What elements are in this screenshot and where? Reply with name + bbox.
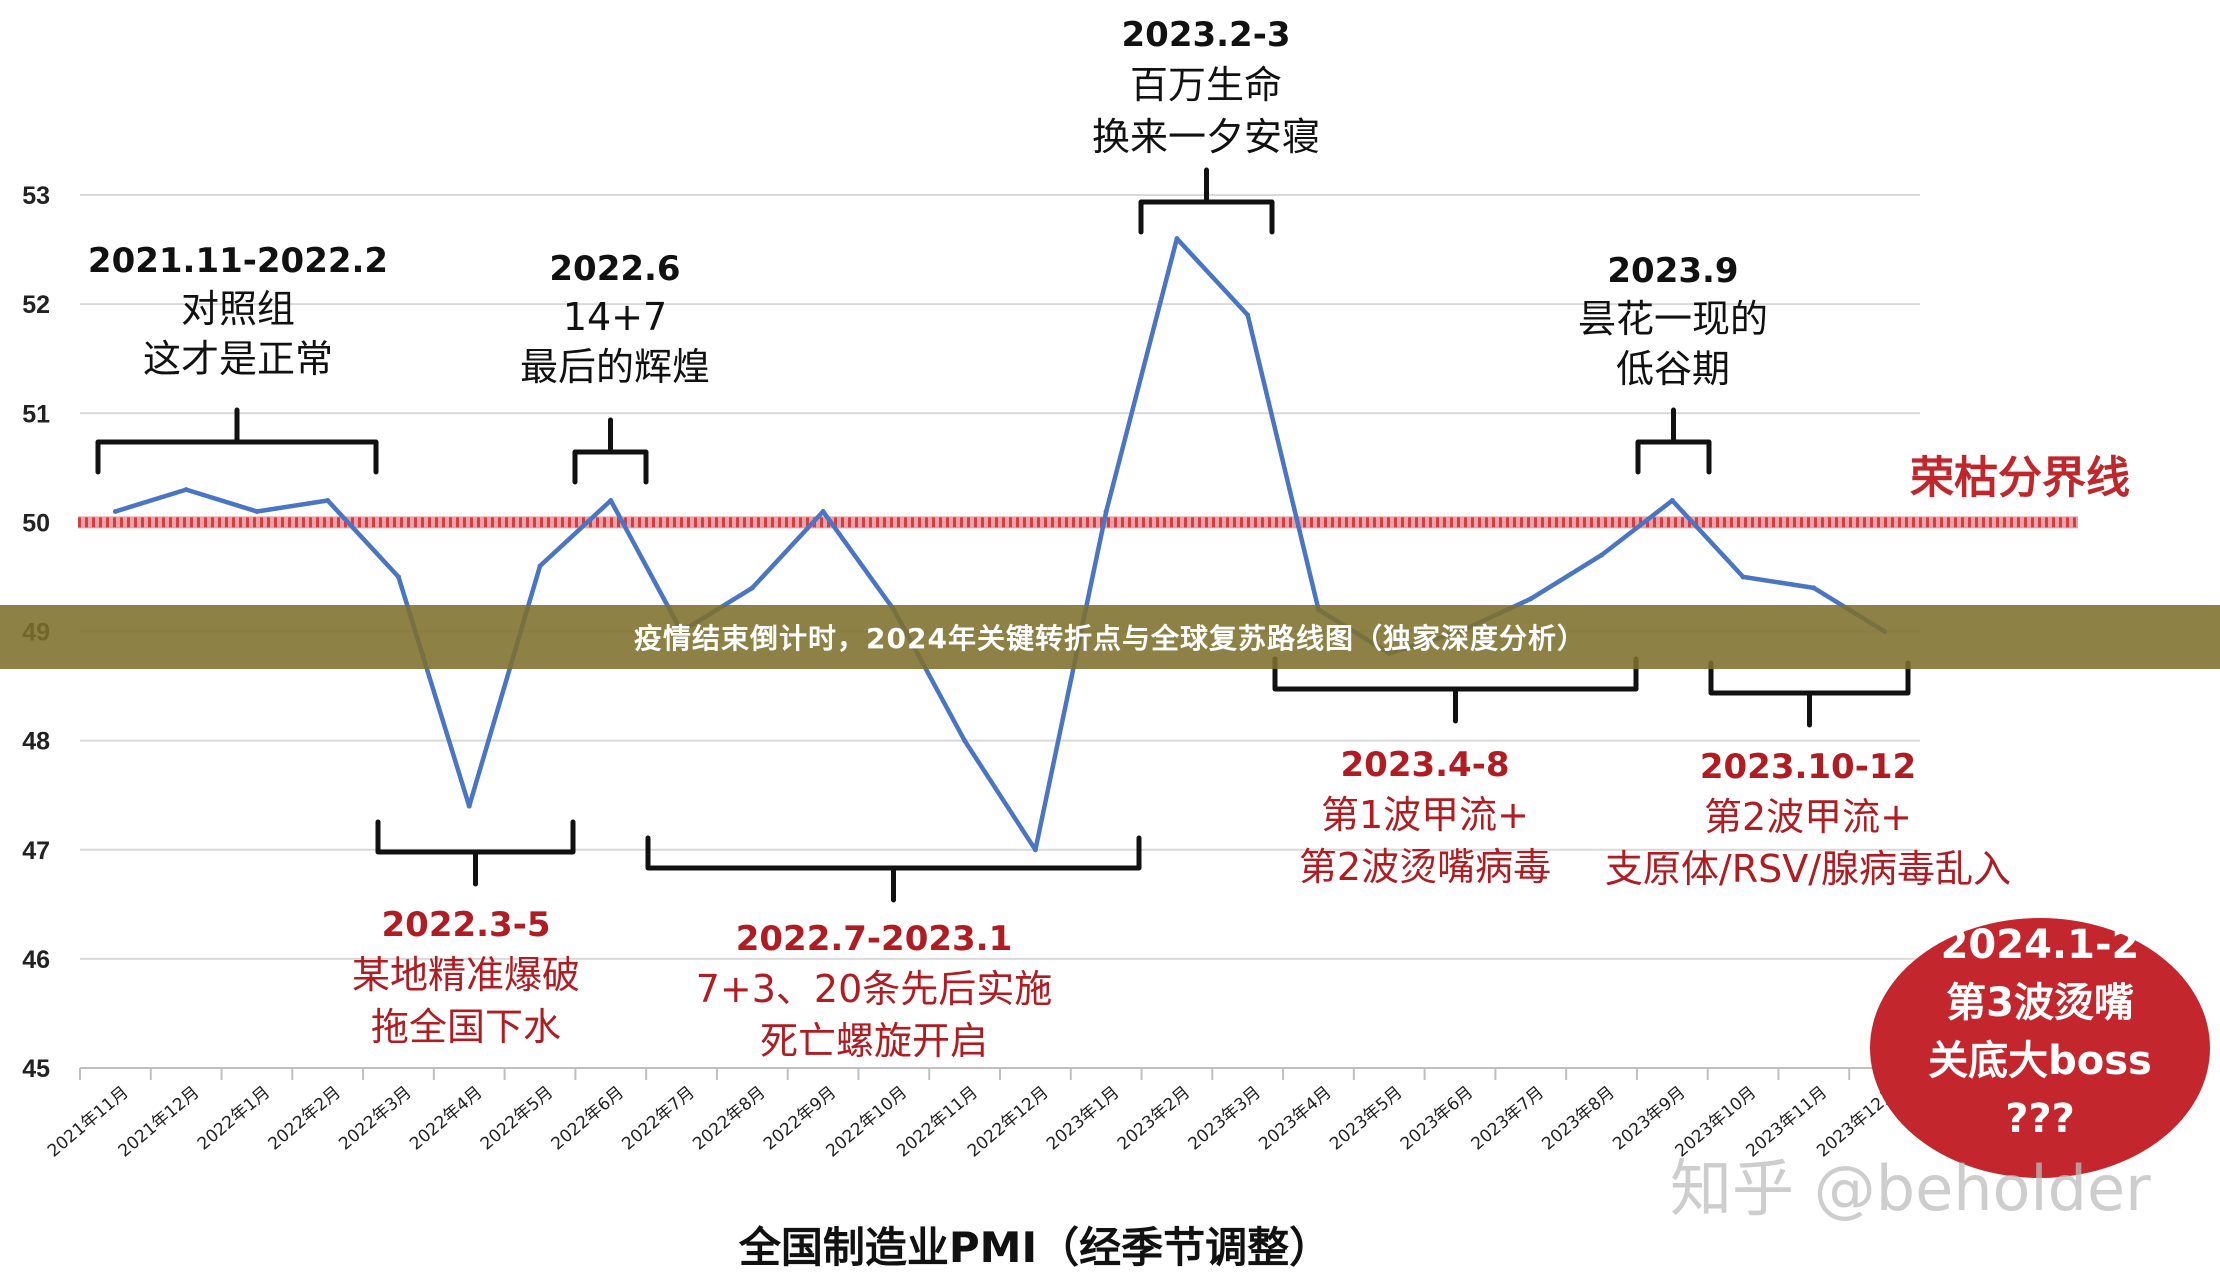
y-tick-label: 53 <box>22 182 50 210</box>
annotation-line: 2023.9 <box>1607 251 1738 291</box>
x-tick-label: 2023年7月 <box>1468 1083 1548 1155</box>
data-point <box>962 738 968 744</box>
x-tick-label: 2022年5月 <box>477 1083 557 1155</box>
annotation-line: 第3波烫嘴 <box>1946 980 2134 1026</box>
annotation-line: 第2波甲流+ <box>1704 795 1912 839</box>
annotation-line: 支原体/RSV/腺病毒乱入 <box>1605 847 2011 891</box>
data-point <box>183 487 189 493</box>
y-tick-label: 46 <box>22 946 50 974</box>
y-tick-label: 51 <box>22 400 50 428</box>
x-tick-label: 2022年4月 <box>406 1083 486 1155</box>
x-tick-label: 2023年2月 <box>1114 1083 1194 1155</box>
annotation-bubble <box>1870 918 2210 1178</box>
data-point <box>112 508 118 514</box>
data-point <box>820 508 826 514</box>
data-point <box>749 585 755 591</box>
data-point <box>395 574 401 580</box>
annotation-bracket <box>1635 407 1712 475</box>
annotation-brackets <box>95 167 1911 903</box>
annotation-line: 换来一夕安寝 <box>1092 115 1320 159</box>
x-tick-label: 2022年1月 <box>194 1083 274 1155</box>
annotation-line: 2022.6 <box>549 249 680 289</box>
y-tick-label: 48 <box>22 728 50 756</box>
x-axis-title: 全国制造业PMI（经季节调整） <box>738 1223 1331 1272</box>
annotation-line: 2023.4-8 <box>1341 745 1510 785</box>
data-point <box>325 498 331 504</box>
x-tick-label: 2022年3月 <box>335 1083 415 1155</box>
annotation-line: 死亡螺旋开启 <box>760 1019 988 1063</box>
data-point <box>1811 585 1817 591</box>
annotation-line: 最后的辉煌 <box>520 345 710 389</box>
x-tick-label: 2023年1月 <box>1043 1083 1123 1155</box>
annotation-line: 2023.2-3 <box>1122 15 1291 55</box>
annotation-bracket <box>95 407 379 475</box>
y-tick-label: 47 <box>22 837 50 865</box>
annotation-bracket <box>645 835 1142 903</box>
annotation-line: 对照组 <box>181 287 295 331</box>
annotation-line: 百万生命 <box>1130 63 1282 107</box>
x-tick-label: 2022年2月 <box>265 1083 345 1155</box>
data-point <box>1528 596 1534 602</box>
annotation-bracket <box>375 819 576 887</box>
x-tick-label: 2023年5月 <box>1326 1083 1406 1155</box>
data-point <box>1103 508 1109 514</box>
x-axis-ticks: 2021年11月2021年12月2022年1月2022年2月2022年3月202… <box>44 1068 1921 1161</box>
annotation-bracket <box>1272 656 1639 724</box>
annotation-line: 昙花一现的 <box>1578 297 1768 341</box>
data-point <box>1032 847 1038 853</box>
annotation-line: 14+7 <box>563 295 667 339</box>
data-point <box>537 563 543 569</box>
x-tick-label: 2022年6月 <box>548 1083 628 1155</box>
threshold-line-group: 荣枯分界线 <box>78 452 2130 529</box>
y-tick-label: 45 <box>22 1055 50 1083</box>
x-tick-label: 2023年3月 <box>1185 1083 1265 1155</box>
annotation-line: 7+3、20条先后实施 <box>696 967 1053 1011</box>
y-tick-label: 52 <box>22 291 50 319</box>
title-banner: 疫情结束倒计时，2024年关键转折点与全球复苏路线图（独家深度分析） <box>0 605 2220 669</box>
annotation-line: 2022.7-2023.1 <box>736 919 1013 959</box>
data-point <box>1740 574 1746 580</box>
annotation-line: 这才是正常 <box>143 337 333 381</box>
data-point <box>1599 552 1605 558</box>
banner-title: 疫情结束倒计时，2024年关键转折点与全球复苏路线图（独家深度分析） <box>634 622 1586 655</box>
annotation-line: 2023.10-12 <box>1700 747 1916 787</box>
x-tick-label: 2023年8月 <box>1538 1083 1618 1155</box>
annotation-line: 关底大boss <box>1928 1038 2152 1084</box>
x-tick-label: 2023年6月 <box>1397 1083 1477 1155</box>
x-tick-label: 2023年4月 <box>1255 1083 1335 1155</box>
y-tick-label: 50 <box>22 509 50 537</box>
annotation-line: 第2波烫嘴病毒 <box>1299 845 1551 889</box>
data-point <box>1669 498 1675 504</box>
annotation-line: 低谷期 <box>1616 347 1730 391</box>
data-point <box>466 803 472 809</box>
data-point <box>254 508 260 514</box>
annotation-bracket <box>1708 660 1911 728</box>
x-tick-label: 2022年7月 <box>618 1083 698 1155</box>
data-point <box>608 498 614 504</box>
data-point <box>1245 312 1251 318</box>
x-tick-label: 2022年8月 <box>689 1083 769 1155</box>
annotation-line: ??? <box>2005 1096 2075 1142</box>
annotation-line: 2022.3-5 <box>382 905 551 945</box>
annotation-bracket <box>572 417 649 485</box>
watermark: 知乎 @beholder <box>1670 1152 2151 1225</box>
annotation-line: 第1波甲流+ <box>1321 793 1529 837</box>
threshold-label: 荣枯分界线 <box>1910 452 2130 503</box>
annotation-bracket <box>1138 167 1275 235</box>
annotation-line: 2021.11-2022.2 <box>88 241 388 281</box>
data-point <box>1174 236 1180 242</box>
annotation-line: 2024.1-2 <box>1941 922 2140 968</box>
annotation-line: 拖全国下水 <box>371 1005 561 1049</box>
annotation-line: 某地精准爆破 <box>352 953 580 997</box>
